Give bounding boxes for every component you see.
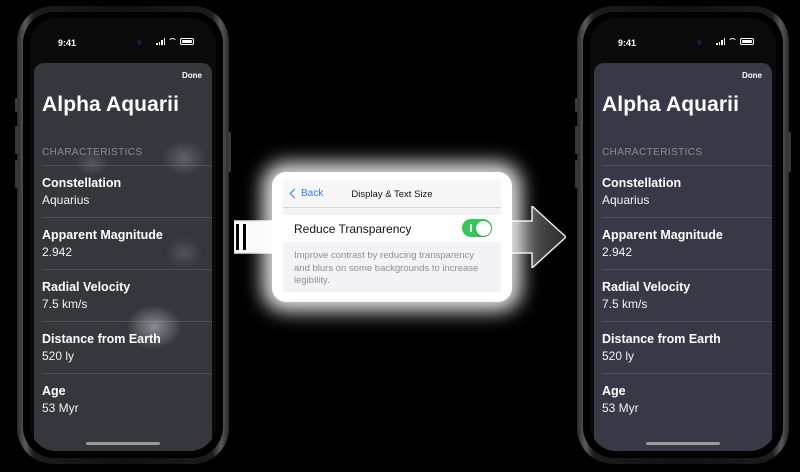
volume-down-button xyxy=(15,160,18,188)
list-item: Radial Velocity 7.5 km/s xyxy=(602,269,772,322)
status-time: 9:41 xyxy=(618,38,637,48)
back-label: Back xyxy=(301,188,324,199)
screen: 9:41 Done Alpha Aquarii CHARACTERISTICS … xyxy=(30,18,216,451)
status-icons xyxy=(156,38,194,45)
row-label: Apparent Magnitude xyxy=(42,228,163,242)
volume-down-button xyxy=(575,160,578,188)
row-label: Constellation xyxy=(42,176,122,190)
phone-before: 9:41 Done Alpha Aquarii CHARACTERISTICS … xyxy=(15,6,231,464)
detail-sheet-translucent: Done Alpha Aquarii CHARACTERISTICS Const… xyxy=(34,63,212,451)
volume-up-button xyxy=(15,126,18,154)
back-button[interactable]: Back xyxy=(289,188,324,199)
battery-icon xyxy=(740,38,754,45)
toggle-on-mark-icon xyxy=(470,224,472,232)
nav-title: Display & Text Size xyxy=(351,189,433,200)
sheet-title: Alpha Aquarii xyxy=(42,93,180,116)
row-label: Apparent Magnitude xyxy=(602,228,723,242)
nav-bar: Back Display & Text Size xyxy=(283,180,501,208)
power-button xyxy=(228,132,231,172)
screen: 9:41 Done Alpha Aquarii CHARACTERISTICS … xyxy=(590,18,776,451)
toggle-knob xyxy=(475,220,491,236)
cellular-signal-icon xyxy=(716,38,725,45)
home-indicator[interactable] xyxy=(646,442,720,445)
row-label: Distance from Earth xyxy=(602,332,721,346)
row-value: 7.5 km/s xyxy=(602,297,648,311)
row-label: Constellation xyxy=(602,176,682,190)
list-item: Constellation Aquarius xyxy=(602,165,772,218)
list-item: Apparent Magnitude 2.942 xyxy=(602,217,772,270)
list-item: Radial Velocity 7.5 km/s xyxy=(42,269,212,322)
cellular-signal-icon xyxy=(156,38,165,45)
row-label: Radial Velocity xyxy=(42,280,131,294)
row-label: Distance from Earth xyxy=(42,332,161,346)
row-value: 520 ly xyxy=(42,349,75,363)
done-button[interactable]: Done xyxy=(182,71,202,80)
mute-switch xyxy=(15,98,18,112)
reduce-transparency-cell: Reduce Transparency xyxy=(283,215,501,242)
done-button[interactable]: Done xyxy=(742,71,762,80)
phone-after: 9:41 Done Alpha Aquarii CHARACTERISTICS … xyxy=(575,6,791,464)
row-value: Aquarius xyxy=(42,193,90,207)
list-item: Distance from Earth 520 ly xyxy=(42,321,212,374)
row-value: 7.5 km/s xyxy=(42,297,88,311)
wifi-icon xyxy=(728,38,737,45)
list-item: Age 53 Myr xyxy=(42,373,212,426)
list-item: Constellation Aquarius xyxy=(42,165,212,218)
wifi-icon xyxy=(168,38,177,45)
front-camera-icon xyxy=(137,40,142,45)
row-value: 2.942 xyxy=(602,245,633,259)
detail-sheet-solid: Done Alpha Aquarii CHARACTERISTICS Const… xyxy=(594,63,772,451)
battery-icon xyxy=(180,38,194,45)
row-value: 2.942 xyxy=(42,245,73,259)
front-camera-icon xyxy=(697,40,702,45)
mute-switch xyxy=(575,98,578,112)
row-value: 53 Myr xyxy=(42,401,79,415)
power-button xyxy=(788,132,791,172)
status-bar: 9:41 xyxy=(30,18,216,54)
volume-up-button xyxy=(575,126,578,154)
sheet-title: Alpha Aquarii xyxy=(602,93,740,116)
row-value: 53 Myr xyxy=(602,401,639,415)
row-label: Age xyxy=(602,384,626,398)
list-item: Age 53 Myr xyxy=(602,373,772,426)
settings-card: Back Display & Text Size Reduce Transpar… xyxy=(283,180,501,292)
row-label: Radial Velocity xyxy=(602,280,691,294)
status-time: 9:41 xyxy=(58,38,77,48)
home-indicator[interactable] xyxy=(86,442,160,445)
row-label: Age xyxy=(42,384,66,398)
row-value: Aquarius xyxy=(602,193,650,207)
status-bar: 9:41 xyxy=(590,18,776,54)
reduce-transparency-toggle[interactable] xyxy=(462,219,492,237)
row-value: 520 ly xyxy=(602,349,635,363)
list-item: Distance from Earth 520 ly xyxy=(602,321,772,374)
toggle-label: Reduce Transparency xyxy=(294,222,412,236)
section-header: CHARACTERISTICS xyxy=(602,147,703,158)
section-header: CHARACTERISTICS xyxy=(42,147,143,158)
setting-description: Improve contrast by reducing transparenc… xyxy=(294,250,479,286)
status-icons xyxy=(716,38,754,45)
list-item: Apparent Magnitude 2.942 xyxy=(42,217,212,270)
